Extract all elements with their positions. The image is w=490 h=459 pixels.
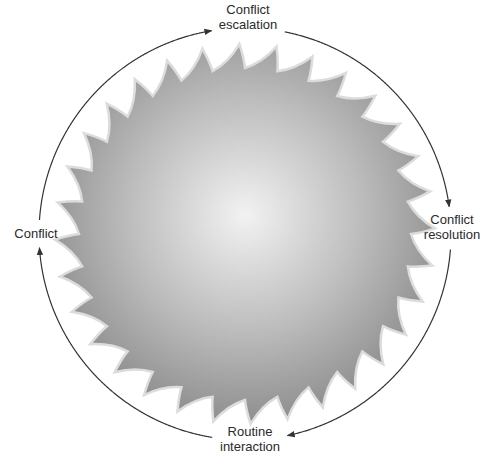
cycle-arrow xyxy=(287,249,450,435)
stage-label: Routine interaction xyxy=(220,425,280,455)
cycle-arrow xyxy=(39,31,211,220)
cycle-stage: Conflict escalation xyxy=(218,3,279,33)
cycle-arrow xyxy=(39,248,212,438)
stage-label: Conflict resolution xyxy=(424,213,480,243)
cycle-arrow xyxy=(285,32,449,207)
cycle-stage: Conflict resolution xyxy=(423,213,481,243)
stage-label: Conflict xyxy=(14,227,57,242)
spiky-disc xyxy=(55,44,435,424)
stage-label: Conflict escalation xyxy=(219,3,278,33)
cycle-stage: Conflict xyxy=(13,227,58,242)
cycle-stage: Routine interaction xyxy=(219,425,281,455)
